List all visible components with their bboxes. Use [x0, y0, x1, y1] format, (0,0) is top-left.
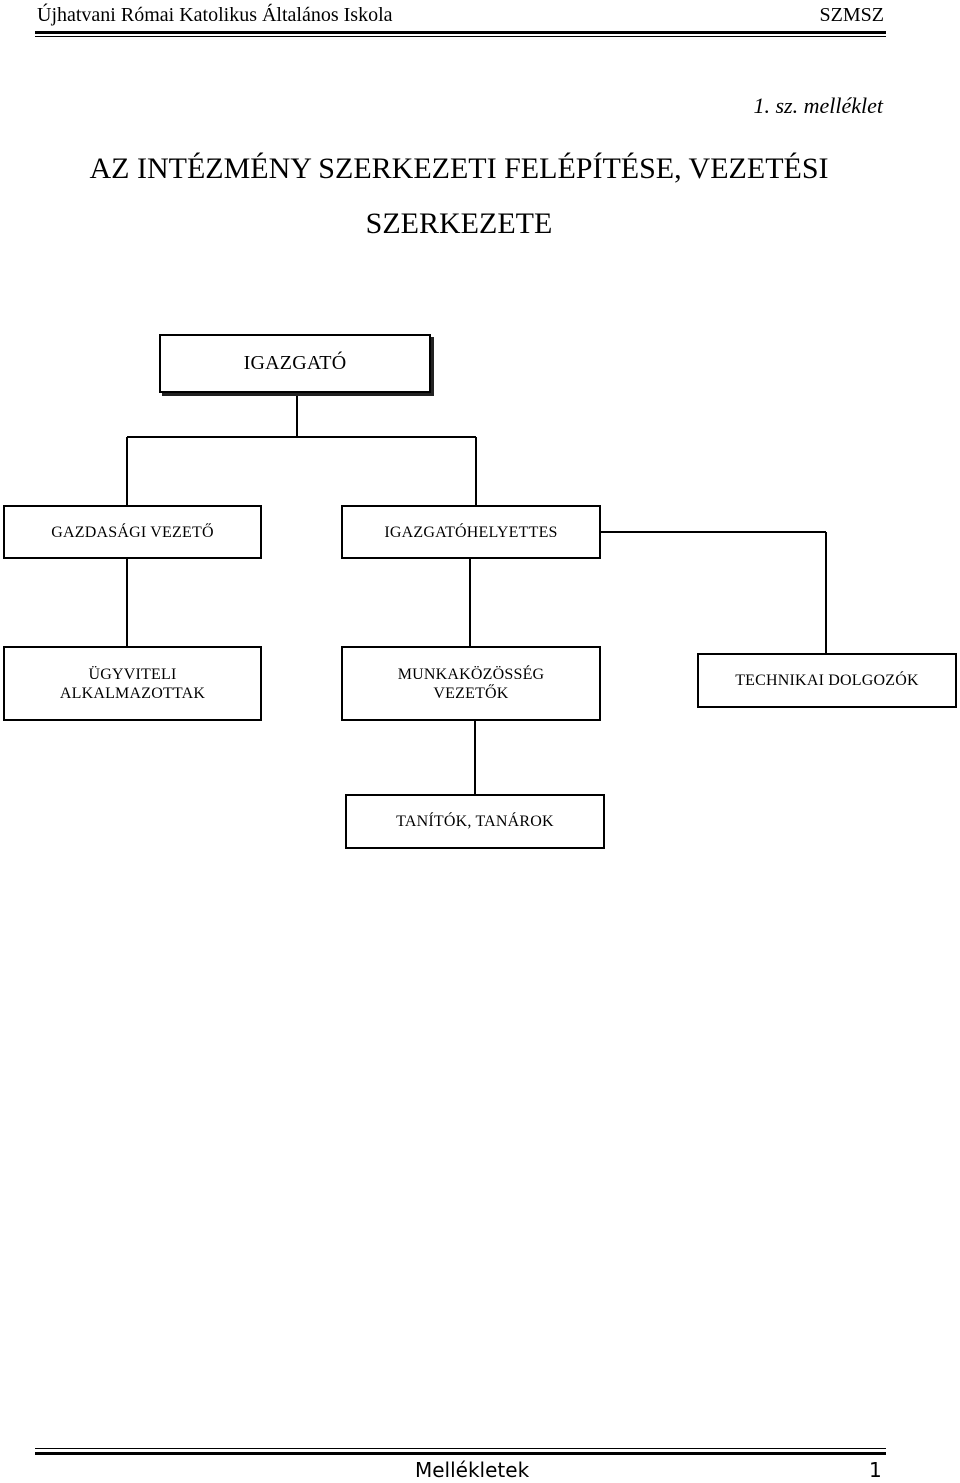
header-school-name: Újhatvani Római Katolikus Általános Isko… — [37, 4, 393, 26]
org-box-ugyviteli-line-1: ÜGYVITELI — [88, 665, 177, 683]
org-chart-connectors — [126, 392, 827, 795]
footer-rule-thin — [35, 1448, 886, 1449]
header-rule — [35, 31, 886, 34]
org-box-igazgatohelyettes: IGAZGATÓHELYETTES — [341, 505, 601, 559]
org-box-tanitok-tanarok: TANÍTÓK, TANÁROK — [345, 794, 605, 849]
page-title-line-2: SZERKEZETE — [365, 207, 553, 240]
org-box-munkakozosseg-line-1: MUNKAKÖZÖSSÉG — [397, 665, 545, 683]
annex-label: 1. sz. melléklet — [753, 93, 883, 118]
header-rule-thin — [35, 36, 886, 37]
org-box-tanitok-label: TANÍTÓK, TANÁROK — [396, 813, 554, 830]
org-box-munkakozosseg-vezetok: MUNKAKÖZÖSSÉG VEZETŐK — [341, 646, 601, 721]
footer-section-name: Mellékletek — [415, 1458, 530, 1482]
org-box-technikai-dolgozok: TECHNIKAI DOLGOZÓK — [697, 653, 957, 708]
org-box-munkakozosseg-line-2: VEZETŐK — [433, 684, 509, 702]
page-title: AZ INTÉZMÉNY SZERKEZETI FELÉPÍTÉSE, VEZE… — [0, 141, 918, 251]
org-box-igazgato: IGAZGATÓ — [159, 334, 431, 393]
header-doc-code: SZMSZ — [819, 4, 884, 26]
org-box-igazgato-label: IGAZGATÓ — [243, 352, 347, 374]
org-box-munkakozosseg-label: MUNKAKÖZÖSSÉG VEZETŐK — [398, 665, 545, 703]
org-box-igazgatohelyettes-label: IGAZGATÓHELYETTES — [384, 523, 558, 541]
footer-page-number: 1 — [869, 1458, 882, 1482]
footer-rule — [35, 1452, 886, 1455]
org-box-gazdasagi-vezeto-label: GAZDASÁGI VEZETŐ — [51, 523, 214, 541]
org-box-ugyviteli-line-2: ALKALMAZOTTAK — [59, 684, 206, 702]
org-box-ugyviteli-alkalmazottak: ÜGYVITELI ALKALMAZOTTAK — [3, 646, 262, 721]
org-box-technikai-label: TECHNIKAI DOLGOZÓK — [735, 672, 919, 689]
org-box-gazdasagi-vezeto: GAZDASÁGI VEZETŐ — [3, 505, 262, 559]
org-box-ugyviteli-label: ÜGYVITELI ALKALMAZOTTAK — [60, 665, 205, 703]
page-title-line-1: AZ INTÉZMÉNY SZERKEZETI FELÉPÍTÉSE, VEZE… — [89, 152, 829, 185]
